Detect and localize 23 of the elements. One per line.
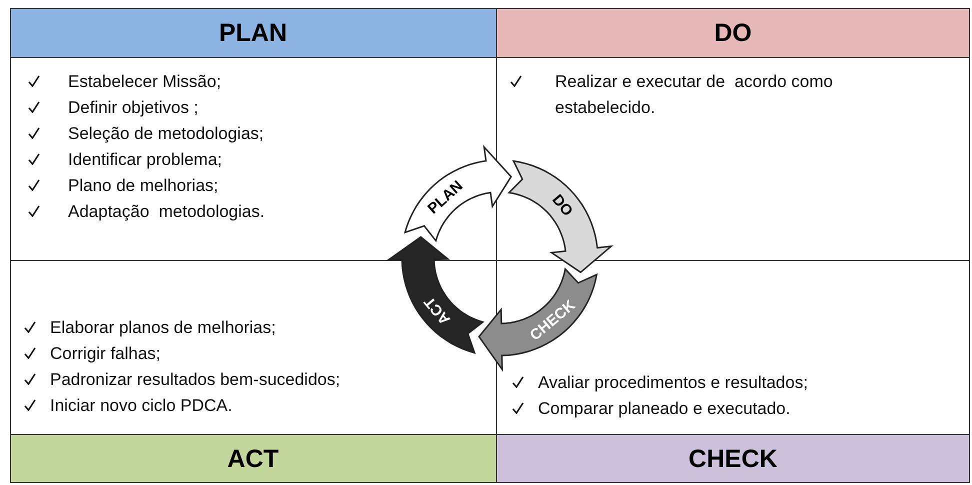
cycle-segment-shape — [388, 236, 483, 353]
list-item-text: Comparar planeado e executado. — [538, 399, 790, 418]
list-item-text: Corrigir falhas; — [50, 344, 161, 363]
section-heading: CHECK — [688, 444, 778, 474]
section-heading: DO — [714, 18, 752, 48]
section-heading: PLAN — [218, 18, 288, 48]
list-item-text: Definir objetivos ; — [68, 98, 198, 117]
list-item-text: Estabelecer Missão; — [68, 72, 222, 91]
list-item-text: Padronizar resultados bem-sucedidos; — [50, 370, 340, 389]
section-heading: ACT — [227, 444, 279, 474]
list-item-text: Identificar problema; — [68, 150, 222, 169]
list-item-text: Iniciar novo ciclo PDCA. — [50, 396, 232, 415]
list-item-text: Adaptação metodologias. — [68, 202, 265, 221]
cycle-label: DO — [548, 191, 576, 220]
cycle-segment-shape — [509, 160, 612, 272]
cycle-segment-shape — [478, 269, 596, 370]
list-item-text: Avaliar procedimentos e resultados; — [538, 373, 808, 392]
list-item-text: Realizar e executar de acordo como estabelecido. — [555, 71, 834, 119]
list-item-text: Plano de melhorias; — [68, 176, 218, 195]
cycle-label: ACT — [420, 293, 454, 328]
list-item-text: Seleção de metodologias; — [68, 124, 264, 143]
cycle-segment-shape — [405, 147, 512, 241]
list-item-text: Elaborar planos de melhorias; — [50, 318, 276, 337]
